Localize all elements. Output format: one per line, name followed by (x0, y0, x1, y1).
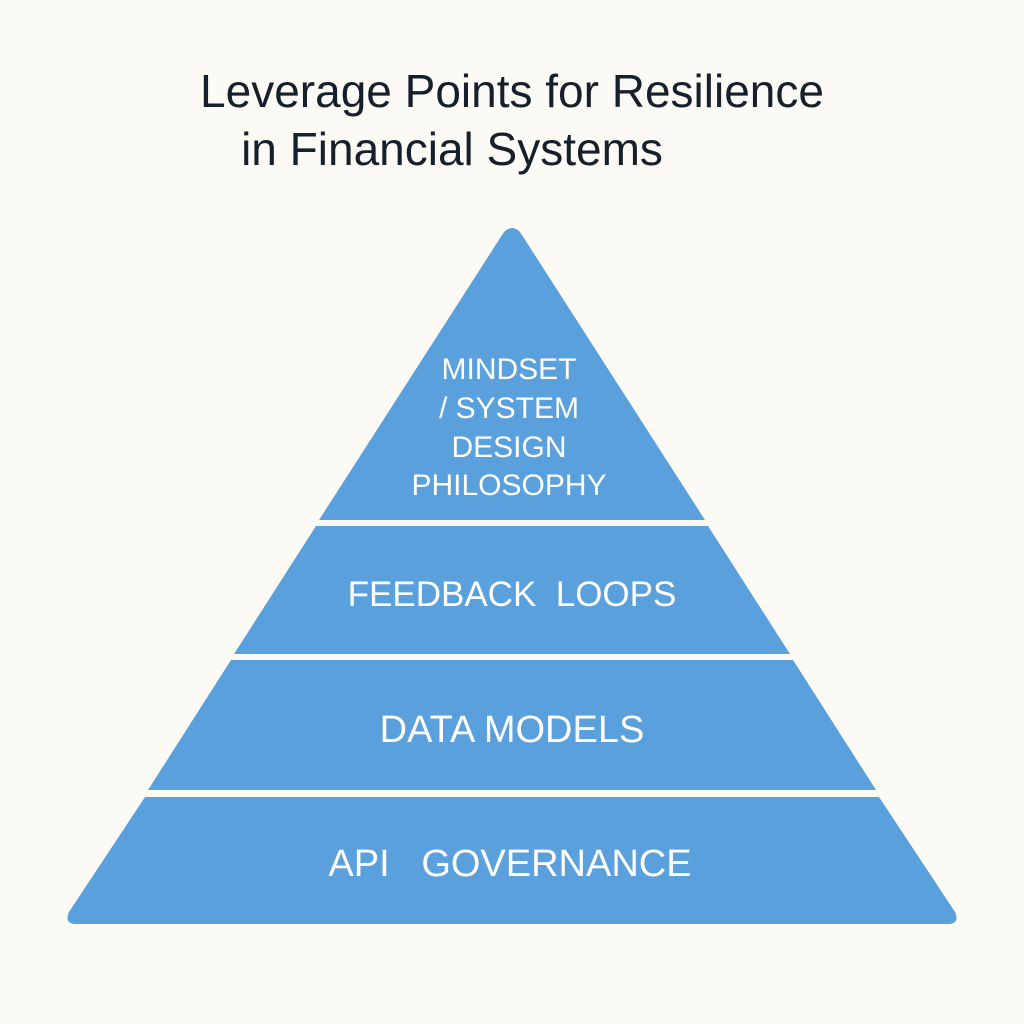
pyramid-tier-data-models (148, 660, 876, 790)
tier-1-label-line-1: MINDSET (442, 353, 577, 386)
title-line-2: in Financial Systems (241, 123, 663, 175)
pyramid-tier-feedback-loops (234, 526, 790, 654)
diagram-title: Leverage Points for Resilience in Financ… (0, 62, 1024, 178)
tier-1-label-line-3: DESIGN (451, 431, 566, 464)
tier-3-label: DATA MODELS (380, 709, 645, 751)
pyramid-tier-mindset (319, 228, 705, 520)
title-line-1: Leverage Points for Resilience (200, 65, 824, 117)
tier-2-label: FEEDBACK LOOPS (348, 575, 677, 614)
tier-1-label-line-4: PHILOSOPHY (411, 469, 606, 502)
pyramid-tier-api-governance (67, 797, 957, 924)
tier-1-label-line-2: / SYSTEM (439, 392, 579, 425)
tier-4-label: API GOVERNANCE (328, 843, 691, 885)
